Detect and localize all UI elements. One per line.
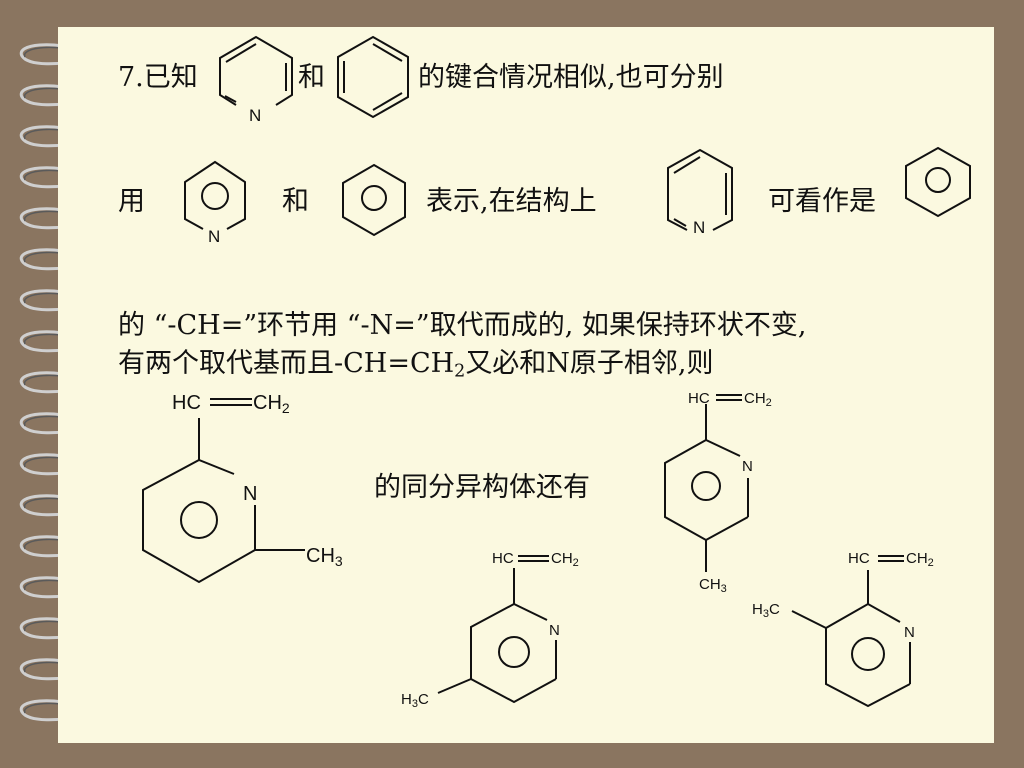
benzene-circle-structure	[342, 163, 406, 237]
hc-label-bottom-right: HC	[848, 550, 870, 567]
n-label-bottom-middle: N	[549, 622, 560, 639]
notebook-page	[58, 27, 994, 743]
line2-and: 和	[282, 186, 309, 217]
line3: 的 “-CH=”环节用 “-N=”取代而成的, 如果保持环状不变,	[118, 310, 807, 341]
ch3-label-upper-right: CH3	[699, 576, 727, 595]
ch2-label-large: CH2	[253, 392, 290, 416]
vinyl-methyl-pyridine-large	[142, 398, 305, 584]
line4-b: 又必和N原子相邻,则	[465, 348, 714, 379]
line2-suffix: 可看作是	[768, 186, 876, 217]
hc-label-upper-right: HC	[688, 390, 710, 407]
pyridine-kekule-structure	[219, 35, 293, 106]
n-label-bottom-right: N	[904, 624, 915, 641]
line4: 有两个取代基而且-CH=CH2又必和N原子相邻,则	[118, 350, 714, 381]
ch2-label-bottom-right: CH2	[906, 550, 934, 569]
line2-mid: 表示,在结构上	[426, 186, 597, 217]
n-label-3: N	[693, 218, 705, 237]
ch2-label-upper-right: CH2	[744, 390, 772, 409]
n-label-large: N	[243, 483, 257, 505]
hc-label-bottom-middle: HC	[492, 550, 514, 567]
benzene-circle-structure-2	[905, 146, 971, 218]
isomer-text: 的同分异构体还有	[374, 472, 590, 503]
line2-prefix: 用	[118, 186, 145, 217]
hc-label-large: HC	[172, 392, 201, 414]
ch3-label-large: CH3	[306, 545, 343, 569]
vinyl-methyl-pyridine-bottom-middle	[437, 555, 557, 704]
n-label-upper-right: N	[742, 458, 753, 475]
line1-suffix: 的键合情况相似,也可分别	[418, 62, 724, 93]
line4-a: 有两个取代基而且-CH=CH	[118, 348, 455, 379]
h3c-label-bottom-middle: H3C	[401, 691, 429, 710]
n-label-1: N	[249, 106, 261, 125]
n-label-2: N	[208, 227, 220, 246]
h3c-label-bottom-right: H3C	[752, 601, 780, 620]
line4-sub: 2	[454, 361, 466, 382]
vinyl-methyl-pyridine-bottom-right	[791, 555, 911, 708]
ch2-label-bottom-middle: CH2	[551, 550, 579, 569]
line1-prefix: 7.已知	[118, 62, 198, 93]
vinyl-methyl-pyridine-upper-right	[664, 394, 749, 572]
pyridine-kekule-structure-2	[667, 148, 733, 231]
pyridine-circle-structure	[184, 160, 246, 230]
line1-and: 和	[298, 62, 325, 93]
benzene-kekule-structure	[337, 35, 409, 119]
